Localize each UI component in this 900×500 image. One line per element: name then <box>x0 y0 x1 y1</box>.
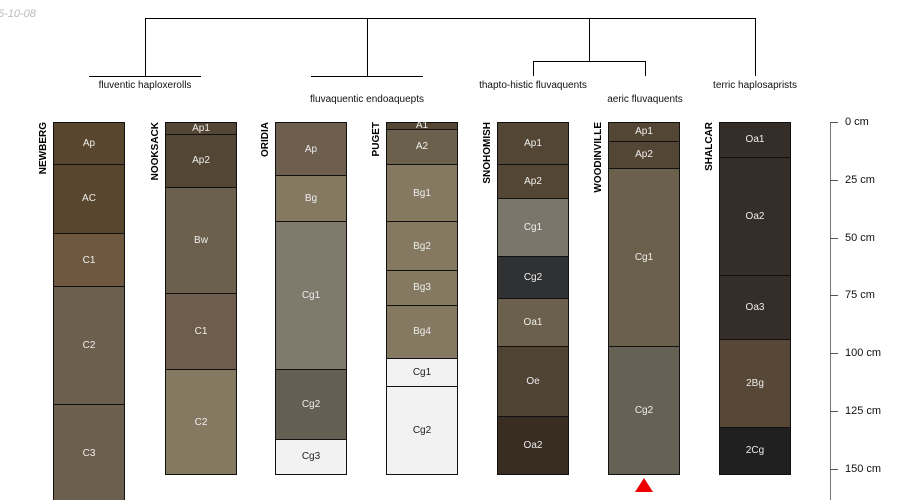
profile-name: NEWBERG <box>38 122 49 175</box>
horizon: AC <box>53 163 125 234</box>
horizon: Cg3 <box>275 438 347 475</box>
horizon: Bg3 <box>386 270 458 306</box>
taxon-label: fluvaquentic endoaquepts <box>310 94 424 105</box>
taxon-label: thapto-histic fluvaquents <box>479 80 587 91</box>
horizon: Ap1 <box>608 122 680 142</box>
horizon: C1 <box>53 233 125 288</box>
horizon: Ap <box>275 122 347 177</box>
horizon: Oa2 <box>719 156 791 276</box>
horizon: Ap2 <box>165 133 237 188</box>
horizon: A2 <box>386 128 458 165</box>
scale-tick <box>830 353 838 355</box>
horizon: Cg1 <box>386 357 458 387</box>
horizon: 2Bg <box>719 339 791 429</box>
horizon: Bg1 <box>386 163 458 223</box>
horizon: Cg1 <box>608 168 680 348</box>
horizon: C3 <box>53 404 125 500</box>
profile-name: WOODINVILLE <box>593 122 604 193</box>
horizon: Ap1 <box>497 122 569 165</box>
scale-tick <box>830 468 838 470</box>
red-triangle-marker-icon <box>635 477 653 492</box>
horizon: Oa1 <box>719 122 791 158</box>
scale-tick <box>830 179 838 181</box>
scale-tick-label: 0 cm <box>845 116 869 128</box>
horizon: Oa3 <box>719 274 791 341</box>
horizon: C1 <box>165 293 237 371</box>
horizon: Bg2 <box>386 221 458 272</box>
depth-axis <box>830 122 831 500</box>
scale-tick <box>830 122 838 123</box>
scale-tick-label: 50 cm <box>845 231 875 244</box>
taxon-label: fluventic haploxerolls <box>98 80 192 91</box>
horizon: Bw <box>165 186 237 295</box>
horizon: Cg2 <box>275 369 347 440</box>
profile-name: SHALCAR <box>704 122 715 171</box>
horizon: Oa1 <box>497 297 569 348</box>
scale-tick-label: 125 cm <box>845 405 882 418</box>
horizon: Ap2 <box>497 163 569 200</box>
taxon-label: aeric fluvaquents <box>607 94 683 105</box>
horizon: Bg4 <box>386 304 458 359</box>
scale-tick-label: 25 cm <box>845 173 875 186</box>
profile-name: ORIDIA <box>260 122 271 157</box>
horizon: Cg2 <box>386 385 458 475</box>
horizon: 2Cg <box>719 427 791 475</box>
scale-tick-label: 100 cm <box>845 347 882 360</box>
scale-tick-label: 150 cm <box>845 462 882 475</box>
horizon: C2 <box>165 369 237 475</box>
horizon: Cg2 <box>497 256 569 299</box>
date-label: 5-10-08 <box>0 8 36 20</box>
horizon: Ap <box>53 122 125 165</box>
profile-name: SNOHOMISH <box>482 122 493 184</box>
scale-tick <box>830 237 838 239</box>
scale-tick <box>830 295 838 297</box>
profile-name: NOOKSACK <box>150 122 161 181</box>
horizon: Cg1 <box>497 198 569 258</box>
horizon: Oa2 <box>497 415 569 475</box>
horizon: Cg2 <box>608 346 680 475</box>
horizon: Oe <box>497 346 569 417</box>
horizon: Cg1 <box>275 221 347 371</box>
taxon-label: terric haplosaprists <box>713 80 797 91</box>
profile-name: PUGET <box>371 122 382 157</box>
horizon: Bg <box>275 175 347 223</box>
scale-tick-label: 75 cm <box>845 289 875 302</box>
horizon: Ap2 <box>608 140 680 170</box>
horizon: C2 <box>53 286 125 406</box>
scale-tick <box>830 411 838 413</box>
